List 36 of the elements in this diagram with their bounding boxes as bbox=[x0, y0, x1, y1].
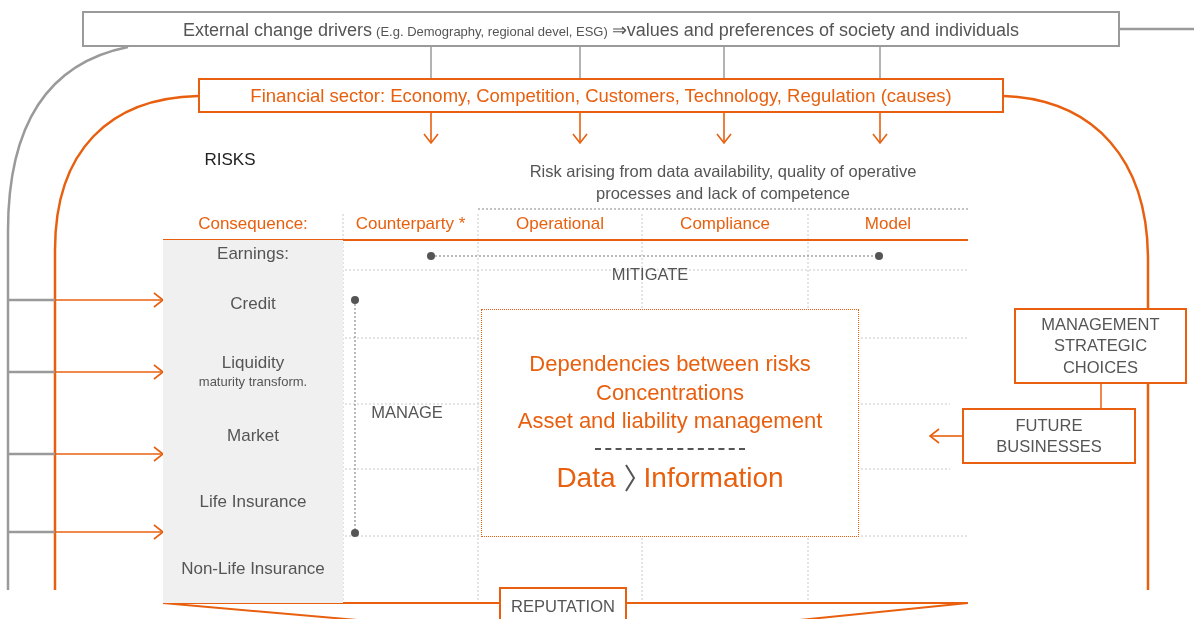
driver-box: External change drivers (E.g. Demography, regional devel, ESG) ⇒values and preferences of society and individuals bbox=[82, 11, 1120, 47]
process-box: REPUTATION bbox=[499, 587, 627, 619]
arrow bbox=[54, 364, 164, 380]
arrow bbox=[572, 112, 588, 144]
connector-line bbox=[430, 46, 432, 79]
row-header: Earnings: bbox=[163, 240, 343, 270]
column-header: Operational bbox=[515, 214, 605, 234]
arrow bbox=[872, 112, 888, 144]
section-title: RISKS bbox=[203, 150, 257, 170]
connector-line bbox=[579, 46, 581, 79]
column-header: Consequence: bbox=[197, 214, 309, 234]
column-header: Compliance bbox=[679, 214, 771, 234]
focus-box: Dependencies between risks Concentrations Asset and liability management Data Information bbox=[481, 309, 859, 537]
row-header: Credit bbox=[163, 270, 343, 338]
bracket-label: MANAGE bbox=[370, 403, 444, 422]
arrow bbox=[54, 292, 164, 308]
row-header: Liquidity maturity transform. bbox=[163, 338, 343, 404]
row-header: Life Insurance bbox=[163, 469, 343, 536]
process-box: FUTURE BUSINESSES bbox=[962, 408, 1136, 464]
bracket-label: MITIGATE bbox=[610, 265, 690, 284]
arrow bbox=[54, 446, 164, 462]
row-header: Non-Life Insurance bbox=[163, 536, 343, 603]
connector-line bbox=[1100, 383, 1102, 409]
column-header: Model bbox=[863, 214, 913, 234]
cause-box: Financial sector: Economy, Competition, Customers, Technology, Regulation (causes) bbox=[198, 78, 1004, 113]
arrow bbox=[423, 112, 439, 144]
arrow bbox=[54, 524, 164, 540]
column-header: Counterparty * bbox=[354, 214, 467, 234]
row-header: Market bbox=[163, 404, 343, 469]
process-box: MANAGEMENT STRATEGIC CHOICES bbox=[1014, 308, 1187, 384]
arrow bbox=[716, 112, 732, 144]
connector-line bbox=[6, 45, 130, 534]
note-text: Risk arising from data availability, quality of operative processes and lack of competence bbox=[528, 161, 918, 205]
connector-line bbox=[723, 46, 725, 79]
connector-line bbox=[879, 46, 881, 79]
arrow bbox=[929, 428, 963, 444]
